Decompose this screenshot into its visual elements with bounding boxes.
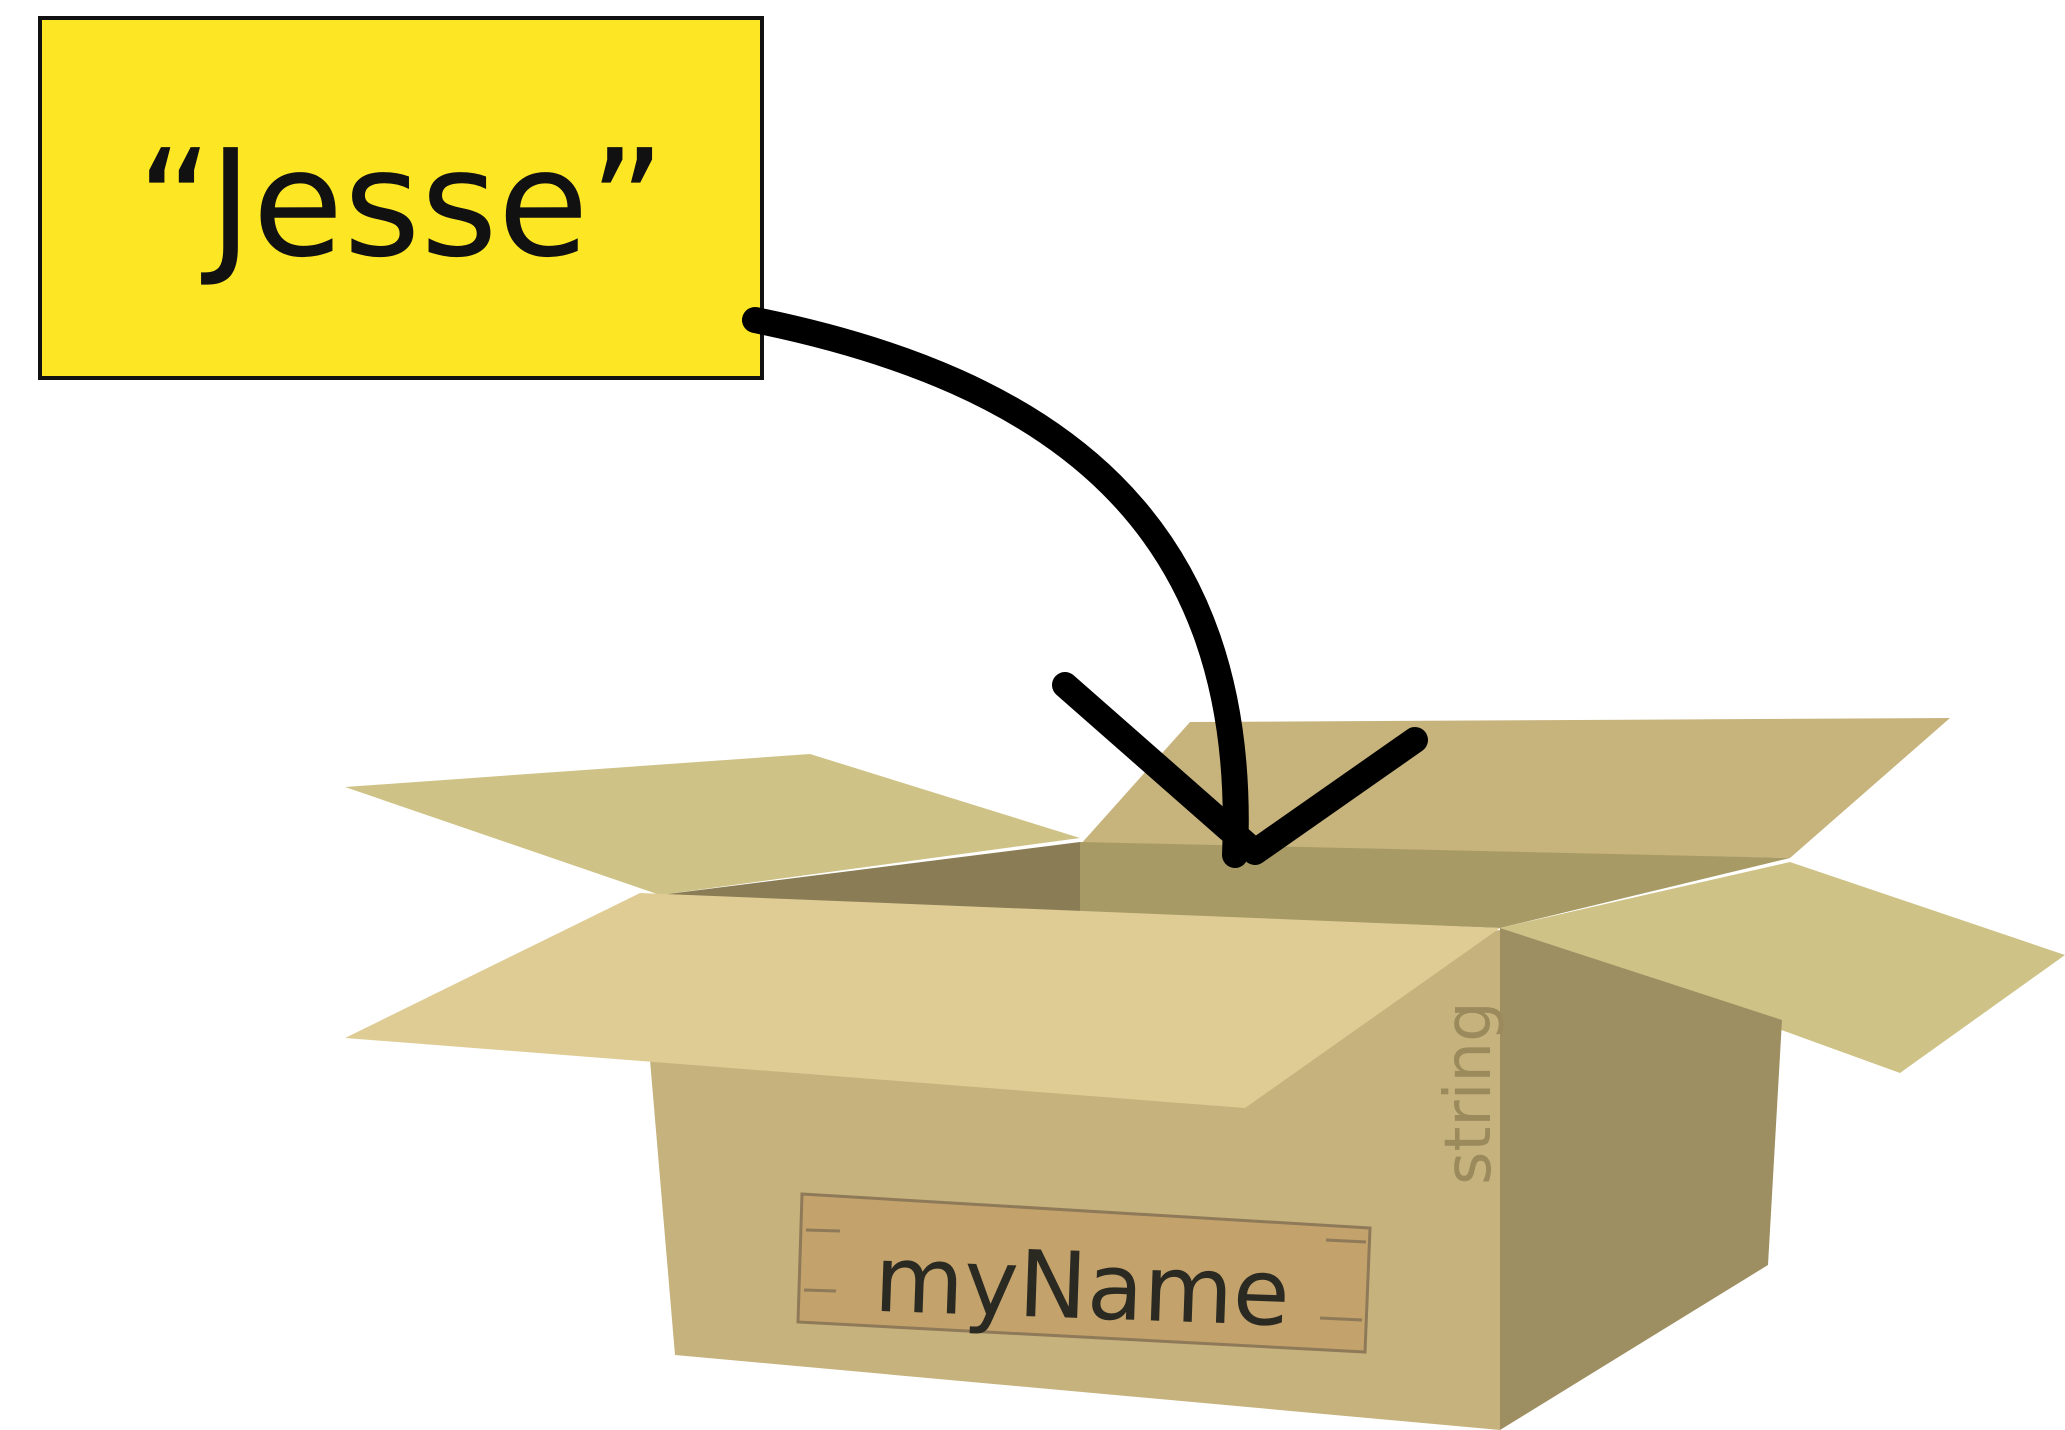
arrow-shaft bbox=[742, 307, 1249, 868]
value-card-background bbox=[38, 16, 764, 380]
box-interior-left-wall bbox=[660, 842, 1080, 912]
assignment-arrow bbox=[742, 307, 1428, 868]
box-back-flap bbox=[1080, 718, 1950, 858]
variable-type-label: string bbox=[1432, 1001, 1506, 1185]
name-plate-background bbox=[796, 1192, 1372, 1354]
value-card: “Jesse” bbox=[38, 16, 764, 380]
box-right-flap bbox=[1500, 862, 2065, 1073]
arrow-head bbox=[1052, 672, 1428, 865]
name-plate: myName bbox=[796, 1192, 1372, 1354]
box-left-back-flap bbox=[345, 754, 1080, 895]
cardboard-box: myName string bbox=[345, 718, 2065, 1430]
value-card-text: “Jesse” bbox=[137, 118, 666, 290]
box-front-flap bbox=[345, 893, 1500, 1108]
variable-name-label: myName bbox=[873, 1226, 1292, 1347]
box-right-side bbox=[1500, 928, 1782, 1430]
